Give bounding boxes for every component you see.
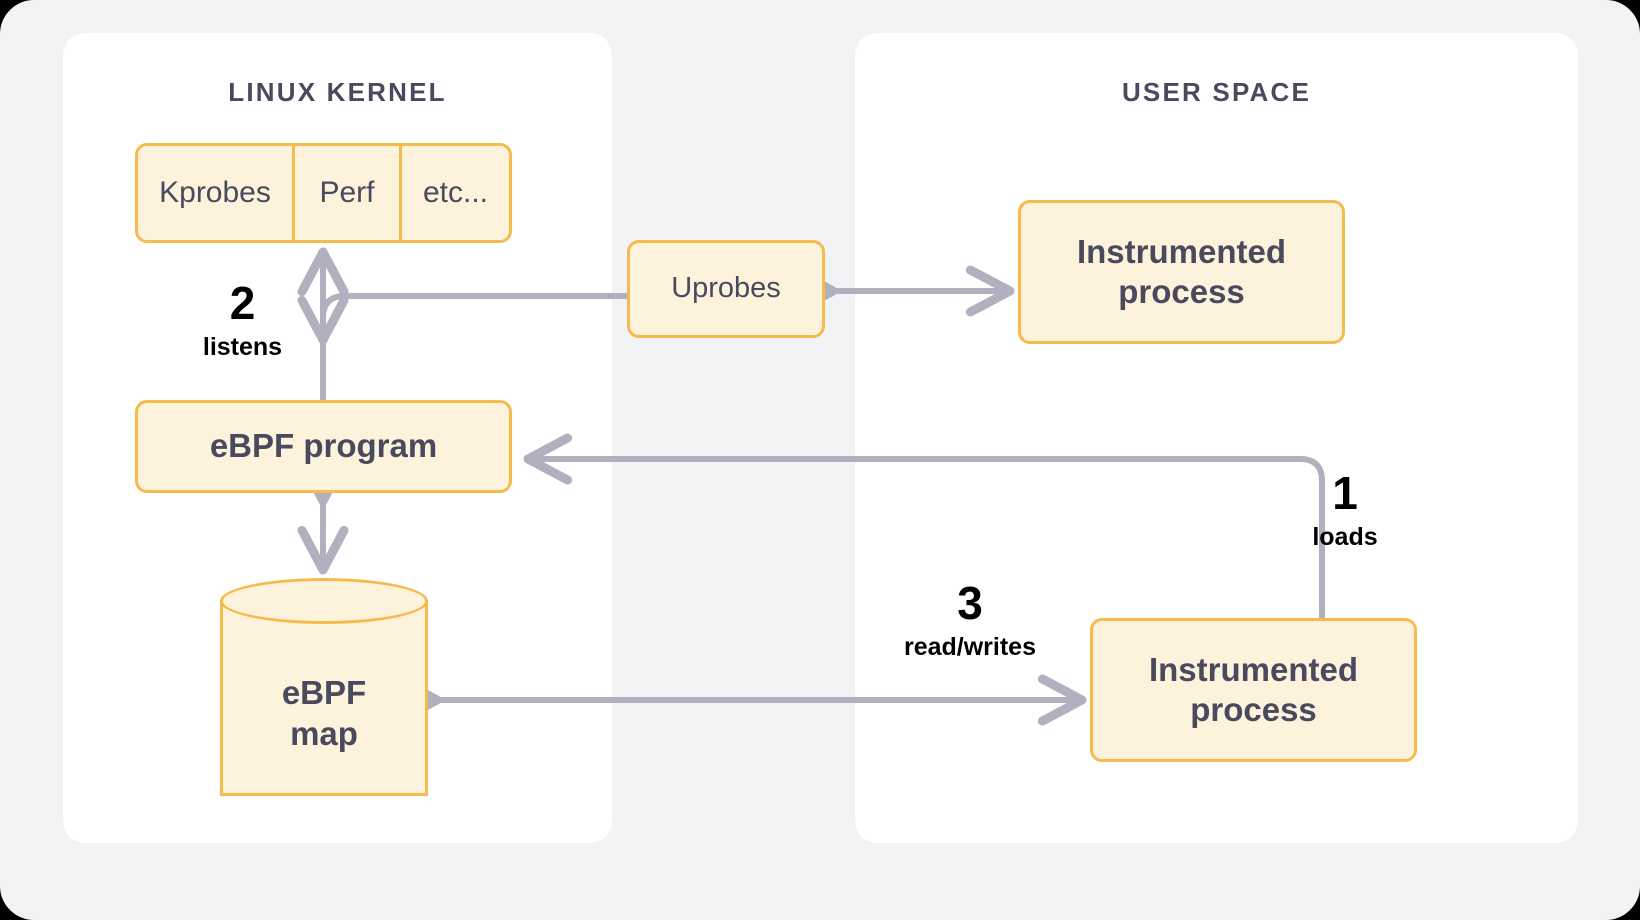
step-annotation-3: 3 read/writes <box>870 580 1070 662</box>
panel-title-user-space: USER SPACE <box>1121 77 1312 107</box>
probe-sources-strip[interactable]: Kprobes Perf etc... <box>135 143 512 243</box>
step-2-number: 2 <box>229 277 256 329</box>
probe-cell-etc[interactable]: etc... <box>422 176 489 209</box>
cylinder-body <box>220 600 428 796</box>
step-2-label: listens <box>202 333 283 361</box>
step-annotation-1: 1 loads <box>1280 470 1410 552</box>
step-1-number: 1 <box>1332 467 1358 519</box>
node-instrumented-process-top[interactable]: Instrumented process <box>1018 200 1345 344</box>
probe-cell-kprobes[interactable]: Kprobes <box>138 146 295 240</box>
step-annotation-2: 2 listens <box>175 280 310 362</box>
node-ebpf-program[interactable]: eBPF program <box>135 400 512 493</box>
step-3-label: read/writes <box>903 633 1036 661</box>
probe-cell-perf[interactable]: Perf <box>295 146 402 240</box>
panel-title-linux-kernel: LINUX KERNEL <box>228 77 447 107</box>
node-instrumented-process-bottom[interactable]: Instrumented process <box>1090 618 1417 762</box>
step-1-label: loads <box>1312 523 1378 551</box>
node-uprobes[interactable]: Uprobes <box>627 240 825 338</box>
step-3-number: 3 <box>957 577 983 629</box>
node-ebpf-map[interactable]: eBPF map <box>220 578 428 796</box>
cylinder-top-ellipse <box>220 578 428 624</box>
node-ebpf-map-label: eBPF map <box>281 673 367 752</box>
